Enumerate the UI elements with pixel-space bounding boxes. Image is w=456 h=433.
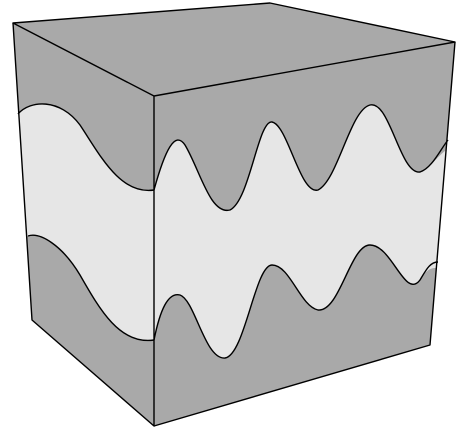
cube-left-outline [12, 22, 155, 427]
front-face-light-layer [154, 104, 455, 359]
cube-front-outline [153, 41, 456, 427]
cube-top-face [13, 3, 455, 96]
left-face-light-layer [13, 104, 154, 341]
upper-interface-line-front [153, 104, 449, 211]
upper-interface-line-left [17, 103, 155, 191]
lower-interface-line-left [27, 234, 155, 342]
lower-interface-line-front [153, 244, 439, 359]
